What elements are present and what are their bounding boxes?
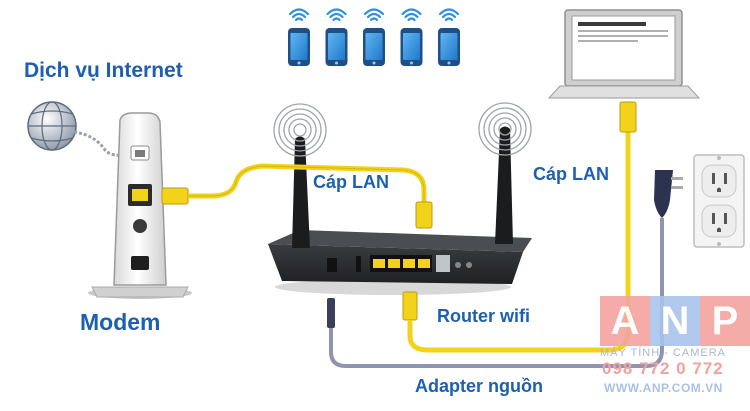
laptop-icon (547, 9, 701, 99)
phone-line-cable (73, 130, 133, 157)
lan-cable-label-right: Cáp LAN (533, 164, 609, 184)
wifi-icon (288, 8, 310, 22)
wifi-icon (401, 8, 422, 22)
wifi-icon (363, 8, 385, 22)
wifi-icon (326, 8, 347, 22)
router-device (268, 126, 532, 295)
adapter-label: Adapter nguồn (415, 376, 543, 396)
lan-cable-modem-router (161, 163, 433, 229)
power-adapter-cable (327, 170, 683, 368)
router-label: Router wifi (437, 306, 530, 326)
watermark-website: WWW.ANP.COM.VN (604, 381, 723, 395)
globe-icon (27, 101, 77, 151)
modem-label: Modem (80, 309, 161, 335)
watermark-letter-a: A (600, 296, 650, 346)
smartphone-icon (363, 8, 385, 66)
internet-service-label: Dịch vụ Internet (24, 59, 183, 82)
watermark-subtitle: MÁY TÍNH - CAMERA (600, 347, 726, 359)
router-wifi-signal-right (478, 102, 532, 156)
watermark-letter-p: P (700, 296, 750, 346)
watermark-letter-n: N (650, 296, 700, 346)
watermark-phone: 098 772 0 772 (602, 359, 724, 378)
smartphone-icon (325, 8, 348, 66)
smartphone-icon (400, 8, 423, 66)
smartphone-icon (288, 8, 310, 66)
wifi-icon (438, 8, 460, 22)
smartphone-row (288, 8, 460, 66)
smartphone-icon (438, 8, 460, 66)
modem-device (88, 112, 192, 299)
lan-cable-label-left: Cáp LAN (313, 172, 389, 192)
router-wifi-signal-left (273, 103, 327, 157)
power-outlet-icon (693, 154, 745, 248)
